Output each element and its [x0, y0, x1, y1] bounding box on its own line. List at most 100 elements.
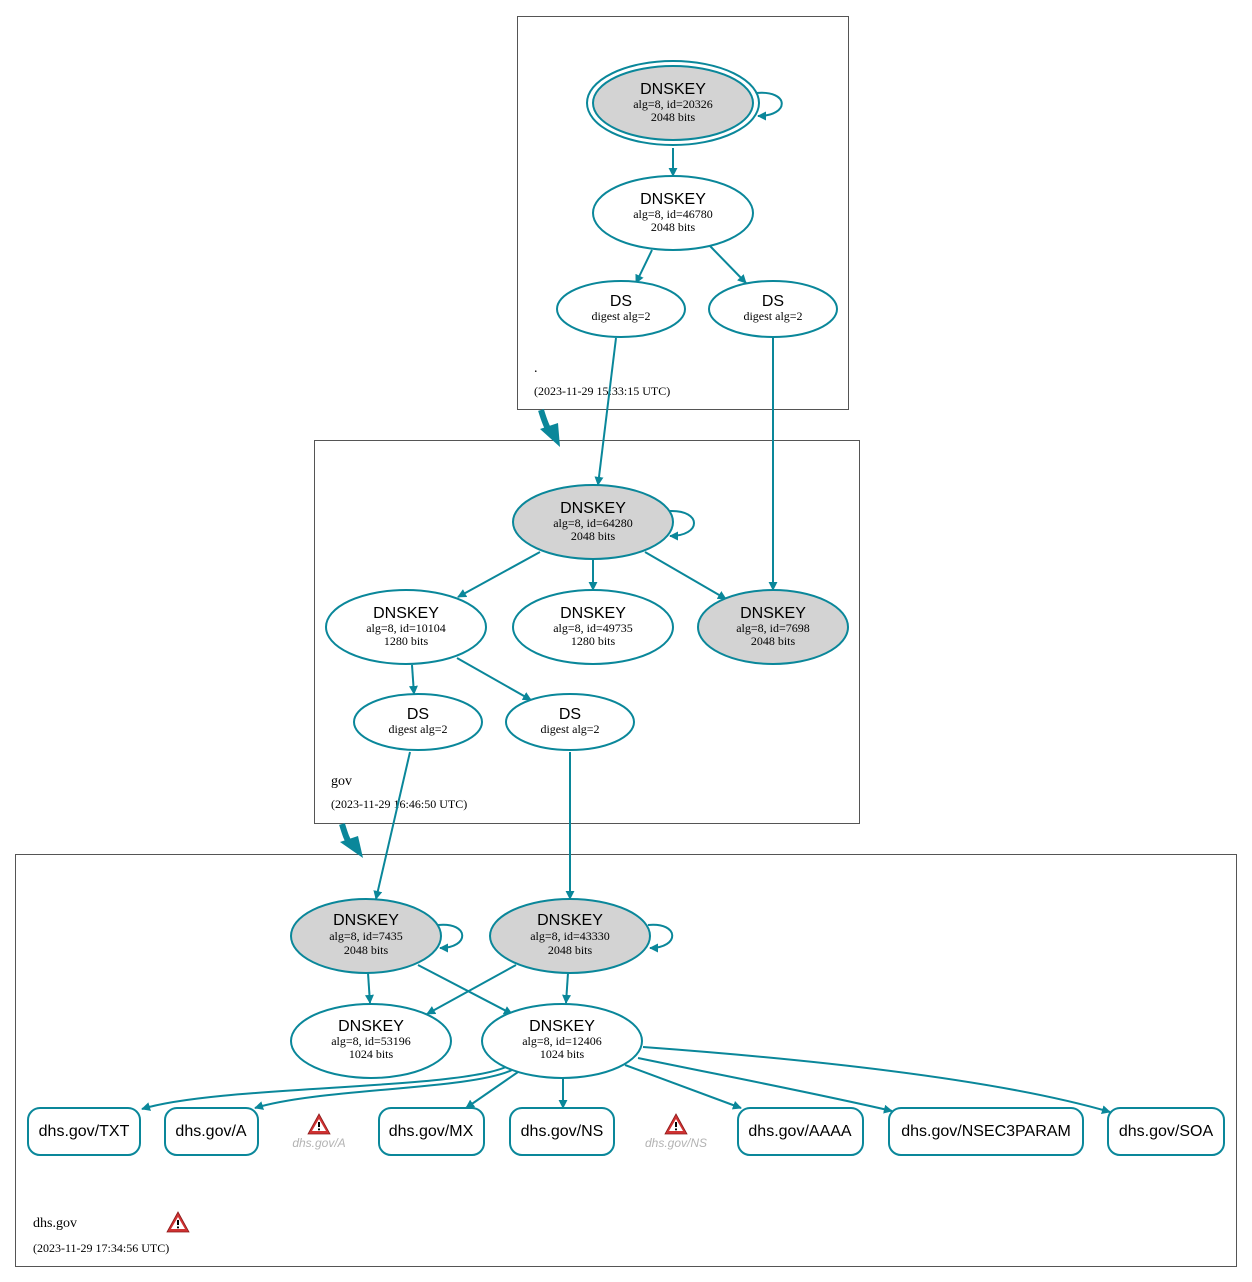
- node-key-info: alg=8, id=12406: [522, 1034, 602, 1048]
- delegation-root-to-gov: [538, 409, 560, 447]
- node-ds-gov-1: DS digest alg=2: [353, 693, 483, 751]
- node-key-info: alg=8, id=53196: [331, 1034, 411, 1048]
- zone-dhs-timestamp: (2023-11-29 17:34:56 UTC): [33, 1241, 169, 1255]
- rrset-aaaa: dhs.gov/AAAA: [737, 1107, 864, 1156]
- edge-root-zsk-to-ds2: [709, 245, 747, 284]
- warning-icon: [166, 1211, 190, 1233]
- edge-dhs-ksk2-to-zsk1: [426, 964, 517, 1015]
- edge-zsk2-to-mx: [465, 1071, 519, 1109]
- node-title: DNSKEY: [560, 500, 626, 517]
- node-dnskey-10104: DNSKEY alg=8, id=10104 1280 bits: [325, 589, 487, 665]
- node-title: DNSKEY: [373, 605, 439, 622]
- node-dnskey-46780: DNSKEY alg=8, id=46780 2048 bits: [592, 175, 754, 251]
- node-dnskey-53196: DNSKEY alg=8, id=53196 1024 bits: [290, 1003, 452, 1079]
- delegation-gov-to-dhs: [339, 823, 363, 858]
- node-title: DS: [610, 293, 632, 310]
- edge-dhs-ksk1-to-zsk1: [364, 972, 374, 1004]
- node-key-size: 1024 bits: [349, 1047, 394, 1061]
- node-key-size: 2048 bits: [751, 634, 796, 648]
- rrset-label: dhs.gov/NSEC3PARAM: [901, 1123, 1071, 1140]
- node-title: DNSKEY: [529, 1018, 595, 1035]
- node-title: DS: [407, 706, 429, 723]
- rrset-ns: dhs.gov/NS: [509, 1107, 615, 1156]
- zone-dhs-name: dhs.gov: [33, 1216, 77, 1231]
- node-dnskey-12406: DNSKEY alg=8, id=12406 1024 bits: [481, 1003, 643, 1079]
- node-key-size: 2048 bits: [344, 943, 389, 957]
- rrset-a: dhs.gov/A: [164, 1107, 259, 1156]
- node-title: DS: [762, 293, 784, 310]
- edge-root-zsk-to-ds1: [635, 249, 653, 284]
- zone-gov-timestamp: (2023-11-29 16:46:50 UTC): [331, 797, 467, 811]
- edge-zsk2-to-soa: [642, 1046, 1111, 1115]
- node-dnskey-7698: DNSKEY alg=8, id=7698 2048 bits: [697, 589, 849, 665]
- edge-root-ds1-to-gov-ksk: [594, 337, 617, 486]
- rrset-label: dhs.gov/TXT: [39, 1123, 130, 1140]
- zone-root-name: .: [534, 361, 538, 376]
- rrset-label: dhs.gov/SOA: [1119, 1123, 1214, 1140]
- node-key-size: 1280 bits: [384, 634, 429, 648]
- rrset-txt: dhs.gov/TXT: [27, 1107, 141, 1156]
- edge-dhs-ksk1-self: [437, 923, 464, 953]
- node-key-size: 2048 bits: [571, 529, 616, 543]
- node-key-size: 2048 bits: [651, 110, 696, 124]
- warning-icon: [664, 1113, 688, 1135]
- edge-gov-ksk-to-zsk1: [457, 551, 541, 598]
- node-key-info: alg=8, id=49735: [553, 621, 633, 635]
- rrset-label: dhs.gov/MX: [389, 1123, 474, 1140]
- warning-label: dhs.gov/NS: [645, 1136, 707, 1150]
- node-key-info: alg=8, id=10104: [366, 621, 446, 635]
- node-title: DNSKEY: [338, 1018, 404, 1035]
- edge-zsk2-to-a: [254, 1069, 513, 1110]
- node-dnskey-64280: DNSKEY alg=8, id=64280 2048 bits: [512, 484, 674, 560]
- node-dnskey-43330: DNSKEY alg=8, id=43330 2048 bits: [489, 898, 651, 974]
- node-digest: digest alg=2: [743, 309, 802, 323]
- node-key-size: 2048 bits: [548, 943, 593, 957]
- edge-zsk2-to-txt: [141, 1065, 509, 1111]
- node-digest: digest alg=2: [540, 722, 599, 736]
- warning-label: dhs.gov/A: [292, 1136, 345, 1150]
- edge-dhs-ksk2-to-zsk2: [562, 972, 572, 1004]
- node-dnskey-49735: DNSKEY alg=8, id=49735 1280 bits: [512, 589, 674, 665]
- rrset-nsec3param: dhs.gov/NSEC3PARAM: [888, 1107, 1084, 1156]
- node-digest: digest alg=2: [388, 722, 447, 736]
- edges: [141, 91, 1111, 1115]
- edge-gov-ds1-to-dhs-ksk1: [373, 751, 411, 900]
- node-title: DNSKEY: [740, 605, 806, 622]
- rrset-label: dhs.gov/A: [175, 1123, 246, 1140]
- node-key-info: alg=8, id=46780: [633, 207, 713, 221]
- edge-gov-zsk1-to-ds2: [456, 657, 532, 701]
- node-title: DNSKEY: [333, 912, 399, 929]
- node-key-size: 1024 bits: [540, 1047, 585, 1061]
- node-title: DS: [559, 706, 581, 723]
- edge-gov-zsk1-to-ds1: [408, 664, 418, 695]
- warning-icon: [307, 1113, 331, 1135]
- zone-dhs: dhs.gov (2023-11-29 17:34:56 UTC): [15, 854, 1237, 1267]
- rrset-soa: dhs.gov/SOA: [1107, 1107, 1225, 1156]
- warning-rrset-ns: dhs.gov/NS: [645, 1113, 707, 1150]
- node-key-size: 1280 bits: [571, 634, 616, 648]
- node-key-info: alg=8, id=7435: [329, 929, 403, 943]
- edge-gov-ksk-self: [669, 509, 695, 541]
- node-title: DNSKEY: [537, 912, 603, 929]
- node-title: DNSKEY: [640, 81, 706, 98]
- edge-zsk2-to-nsec3param: [637, 1057, 893, 1114]
- warning-rrset-a: dhs.gov/A: [292, 1113, 346, 1150]
- rrset-mx: dhs.gov/MX: [378, 1107, 485, 1156]
- node-key-size: 2048 bits: [651, 220, 696, 234]
- node-ds-root-1: DS digest alg=2: [556, 280, 686, 338]
- zone-gov: gov (2023-11-29 16:46:50 UTC): [314, 440, 860, 824]
- edge-root-ksk-self: [755, 91, 783, 121]
- zone-root-timestamp: (2023-11-29 15:33:15 UTC): [534, 384, 670, 398]
- edge-zsk2-to-aaaa: [624, 1064, 742, 1110]
- node-title: DNSKEY: [560, 605, 626, 622]
- node-dnskey-7435: DNSKEY alg=8, id=7435 2048 bits: [290, 898, 442, 974]
- rrset-label: dhs.gov/AAAA: [748, 1123, 852, 1140]
- node-key-info: alg=8, id=7698: [736, 621, 810, 635]
- node-key-info: alg=8, id=64280: [553, 516, 633, 530]
- node-dnskey-20326: DNSKEY alg=8, id=20326 2048 bits: [586, 60, 760, 146]
- node-digest: digest alg=2: [591, 309, 650, 323]
- edge-dhs-ksk1-to-zsk2: [417, 964, 513, 1015]
- node-key-info: alg=8, id=20326: [633, 97, 713, 111]
- edge-dhs-ksk2-self: [647, 923, 674, 953]
